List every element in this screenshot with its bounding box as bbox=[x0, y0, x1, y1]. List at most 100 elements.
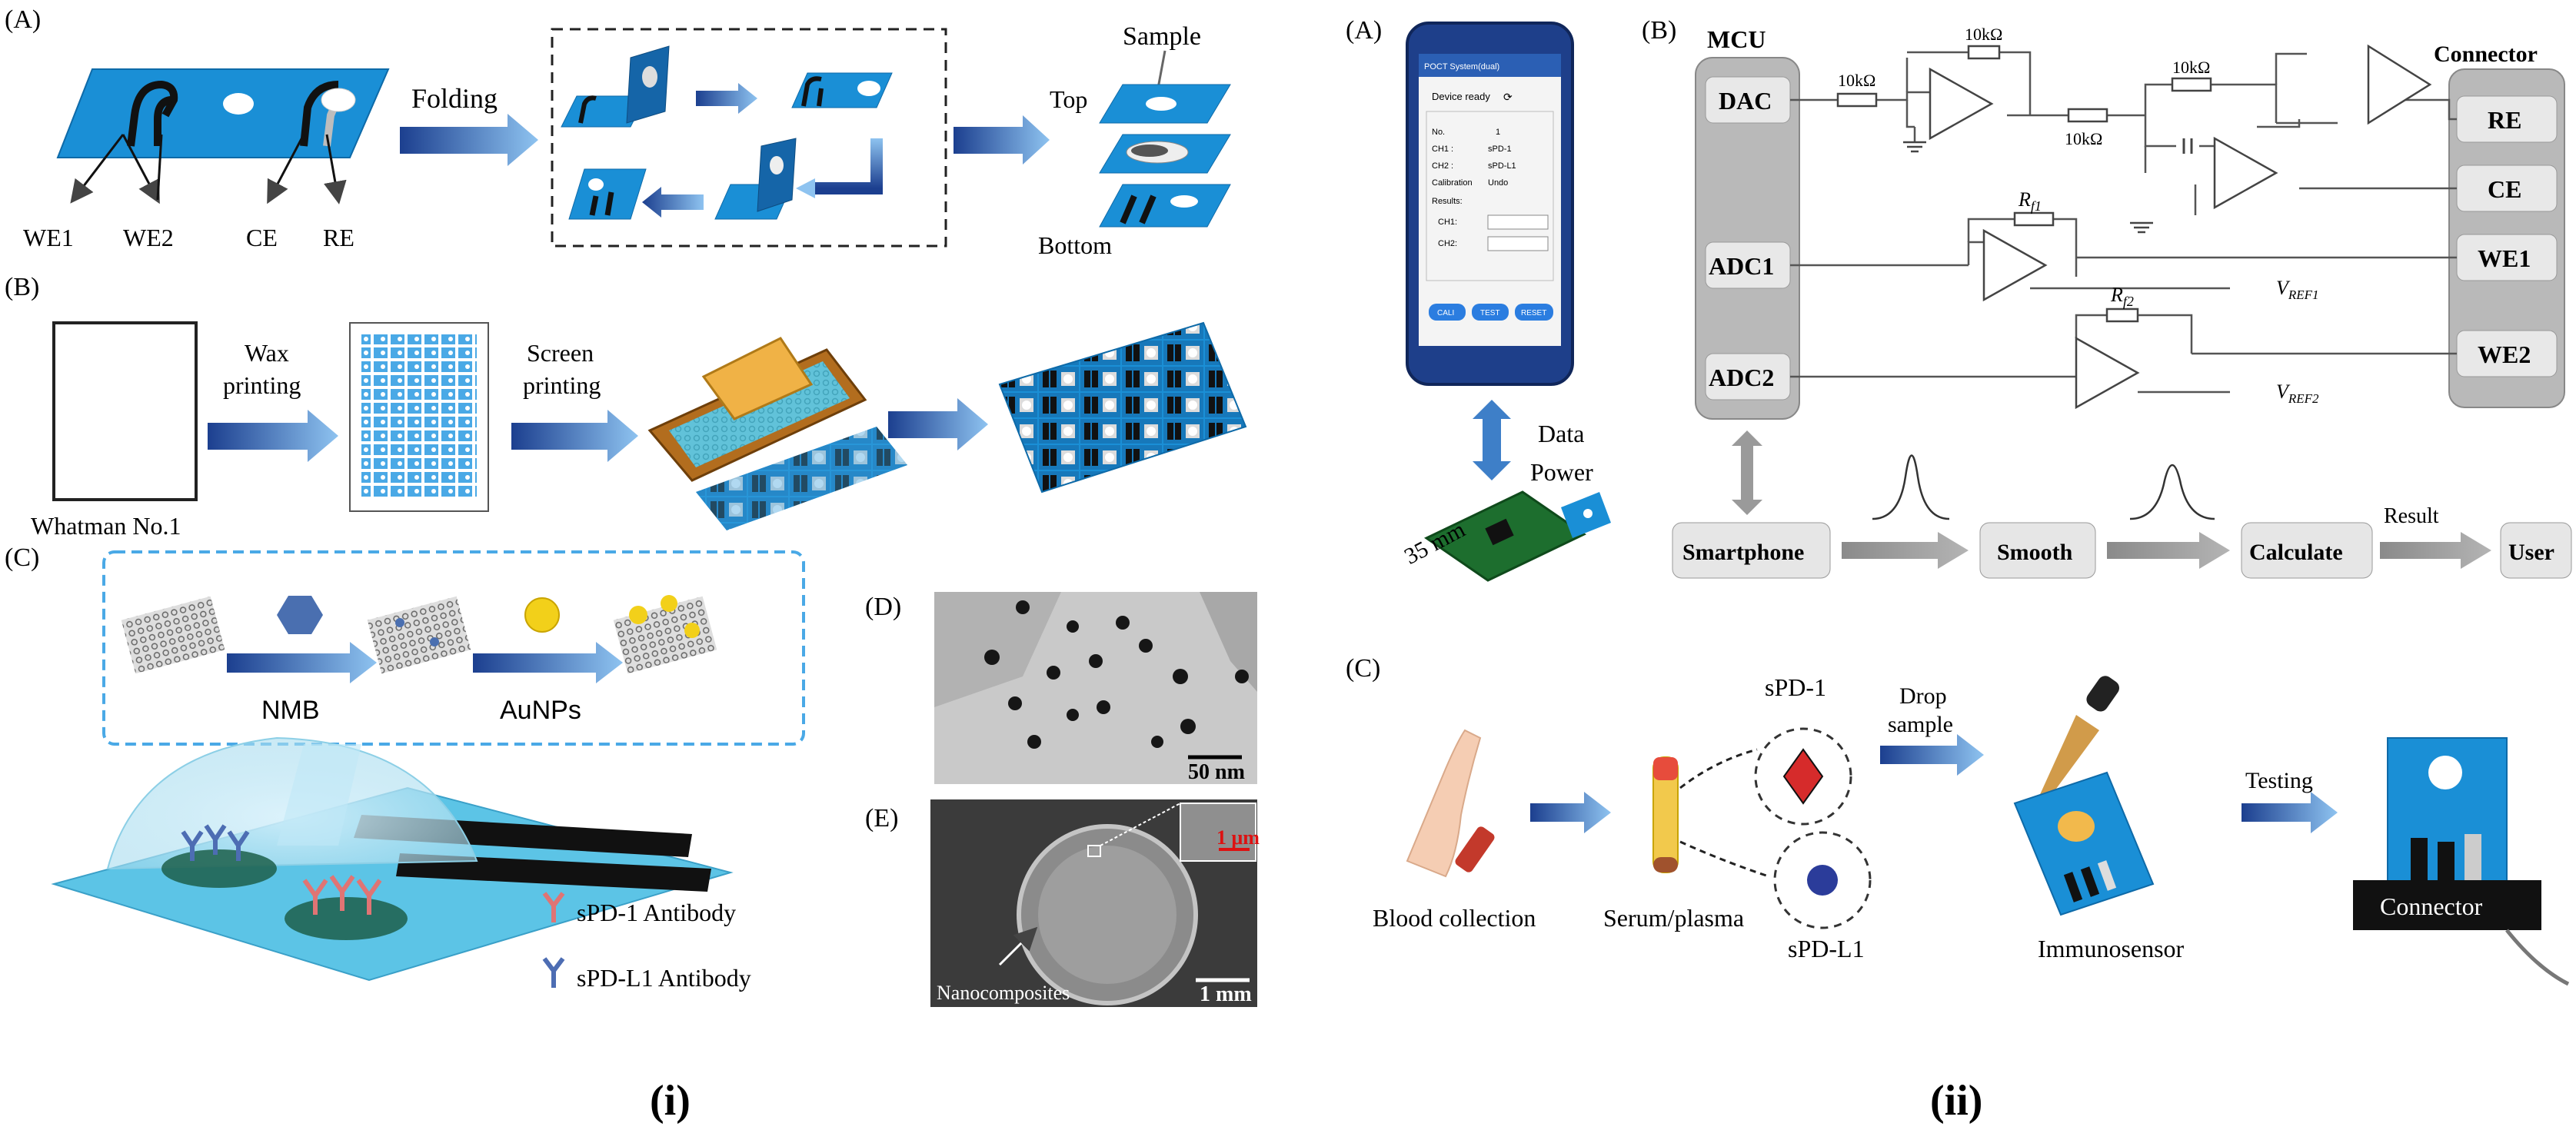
cali-button[interactable] bbox=[1429, 304, 1466, 321]
legend-spd-l1-text: sPD-L1 Antibody bbox=[577, 964, 751, 992]
whatman-paper bbox=[52, 321, 198, 501]
phone-result-ch1-field[interactable] bbox=[1487, 214, 1549, 230]
we1-pointer-2 bbox=[121, 134, 160, 204]
phone-row-key-3: Calibration bbox=[1432, 178, 1473, 188]
fold-arrow-2 bbox=[815, 138, 883, 194]
folding-steps-box bbox=[551, 28, 947, 248]
vref1-label: VREF1 bbox=[2276, 277, 2319, 302]
refresh-icon[interactable]: ⟳ bbox=[1503, 91, 1513, 103]
phone-row-key-2: CH2 : bbox=[1432, 161, 1453, 171]
spdl1-link bbox=[1679, 840, 1769, 878]
step-immunosensor-label: Immunosensor bbox=[2038, 935, 2185, 962]
electrode-sheet bbox=[56, 68, 390, 158]
stack-top-label: Top bbox=[1050, 85, 1087, 113]
phone-info-box bbox=[1426, 111, 1554, 281]
spd1-link bbox=[1679, 748, 1758, 789]
stack-layer-bottom bbox=[1099, 184, 1231, 228]
mcu-port-dac-label: DAC bbox=[1719, 87, 1772, 115]
result-label: Result bbox=[2384, 504, 2439, 528]
flow-calculate bbox=[2241, 522, 2373, 579]
ground-symbols bbox=[1903, 141, 2153, 234]
ce-electrode bbox=[300, 81, 339, 147]
sensor-spot bbox=[321, 88, 356, 112]
right-figure: (A) POCT System(dual) Device ready ⟳ No.… bbox=[1346, 16, 2572, 1125]
right-panel-a-label: (A) bbox=[1346, 16, 1382, 45]
sem-crater-inner bbox=[1038, 846, 1177, 984]
test-button-label: TEST bbox=[1480, 309, 1500, 317]
mcu-port-adc2-label: ADC2 bbox=[1709, 364, 1774, 391]
phone-result-ch1-label: CH1: bbox=[1438, 218, 1457, 227]
nmb-dot-1 bbox=[395, 618, 404, 627]
to-stack-arrow bbox=[954, 115, 1050, 165]
right-panel-a: (A) POCT System(dual) Device ready ⟳ No.… bbox=[1346, 16, 1611, 582]
immunosensor bbox=[2013, 771, 2155, 916]
screen-printing-label-2: printing bbox=[523, 371, 601, 399]
smooth-peak-icon bbox=[2129, 464, 2215, 520]
wax-printing-label-2: printing bbox=[223, 371, 301, 399]
sem-inset bbox=[1180, 803, 1256, 862]
spdl1-sphere-icon bbox=[1807, 865, 1838, 896]
we1-electrode bbox=[127, 80, 178, 147]
aunp-dot-3 bbox=[684, 623, 700, 638]
mcu-title: MCU bbox=[1707, 25, 1766, 53]
flow-arrow-3 bbox=[2380, 532, 2491, 569]
finished-sensor-array bbox=[998, 321, 1247, 494]
arm-illustration bbox=[1406, 729, 1495, 878]
electrode-label-re: RE bbox=[323, 224, 354, 251]
mcu-smartphone-link bbox=[1732, 430, 1762, 515]
nmb-arrow bbox=[227, 642, 377, 683]
we2-pointer bbox=[156, 134, 163, 201]
connector-device-label: Connector bbox=[2380, 892, 2483, 920]
working-electrode-2 bbox=[285, 897, 408, 940]
right-panel-b: (B) MCU DAC ADC1 ADC2 Connector RE CE WE… bbox=[1642, 16, 2572, 579]
phone-screen bbox=[1419, 54, 1561, 346]
step-serum-label: Serum/plasma bbox=[1603, 904, 1744, 932]
legend-spd-1: sPD-1 Antibody bbox=[542, 892, 736, 926]
connector-device bbox=[2353, 737, 2570, 986]
drop-sample-arrow bbox=[1880, 734, 1984, 776]
re-pointer bbox=[324, 134, 347, 204]
phone-result-ch2-field[interactable] bbox=[1487, 236, 1549, 251]
reset-button[interactable] bbox=[1515, 304, 1553, 321]
legend-spd-1-text: sPD-1 Antibody bbox=[577, 899, 736, 926]
cali-button-label: CALI bbox=[1437, 309, 1454, 317]
aunp-dot-2 bbox=[661, 595, 677, 612]
electrode-label-we2: WE2 bbox=[123, 224, 174, 251]
right-panel-b-label: (B) bbox=[1642, 16, 1676, 45]
right-caption: (ii) bbox=[1930, 1077, 1982, 1125]
sem-zoom-line bbox=[1100, 803, 1181, 846]
data-label: Data bbox=[1538, 420, 1584, 447]
connector-port-we2-label: WE2 bbox=[2478, 341, 2531, 368]
electrode-lead-2 bbox=[396, 853, 711, 892]
rf1-label: Rf1 bbox=[2018, 188, 2042, 214]
serum-tube bbox=[1652, 756, 1679, 873]
fold-arrow-2-head bbox=[796, 178, 815, 198]
nmb-label: NMB bbox=[261, 696, 320, 725]
reset-button-label: RESET bbox=[1521, 309, 1546, 317]
fold-arrow-3 bbox=[642, 187, 704, 218]
flow-smartphone bbox=[1672, 522, 1831, 579]
cnt-nmb bbox=[367, 596, 471, 674]
circuit-wires bbox=[1790, 51, 2457, 394]
testing-label: Testing bbox=[2245, 768, 2313, 793]
screen-printer bbox=[647, 337, 907, 530]
phone-row-key-1: CH1 : bbox=[1432, 145, 1453, 154]
left-panel-c-label: (C) bbox=[5, 543, 39, 572]
flow-user-label: User bbox=[2508, 540, 2554, 565]
stack-sample-label: Sample bbox=[1123, 22, 1201, 51]
dropper bbox=[2038, 676, 2119, 803]
blood-to-tube-arrow bbox=[1530, 792, 1611, 833]
tem-gold-particles bbox=[984, 600, 1249, 749]
legend-spd-l1: sPD-L1 Antibody bbox=[542, 957, 751, 992]
left-figure: (A) WE1 WE2 CE RE Folding bbox=[5, 5, 1260, 1125]
phone-title: POCT System(dual) bbox=[1424, 62, 1499, 71]
tem-shade-2 bbox=[1200, 592, 1257, 692]
stack-layer-top bbox=[1099, 84, 1231, 124]
phone-status: Device ready bbox=[1432, 91, 1490, 102]
test-button[interactable] bbox=[1472, 304, 1509, 321]
phone-results-label: Results: bbox=[1432, 197, 1463, 206]
phone-row-val-1: sPD-1 bbox=[1488, 145, 1512, 154]
phone-buttons: CALI TEST RESET bbox=[1429, 304, 1553, 321]
folding-label: Folding bbox=[411, 83, 498, 114]
spd-1-antibodies bbox=[302, 875, 382, 915]
